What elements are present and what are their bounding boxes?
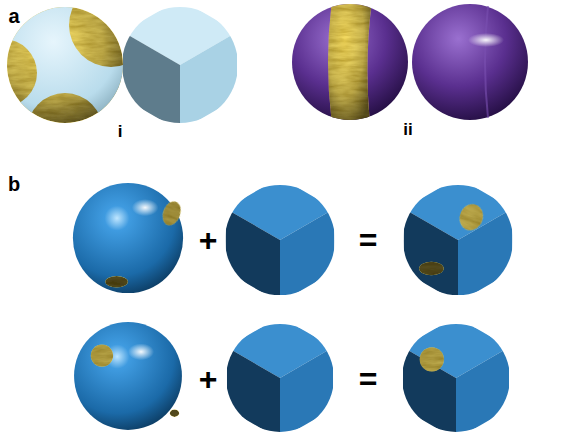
panel-numeral: ii — [403, 121, 412, 138]
panel-letter: b — [8, 174, 20, 194]
circle-part — [73, 183, 183, 293]
path-part — [180, 32, 237, 131]
path-part — [485, 6, 488, 118]
path-part — [280, 209, 334, 303]
ellipse-part — [456, 201, 487, 234]
ellipse-part — [468, 33, 504, 47]
path-part — [226, 209, 280, 303]
circle-part — [412, 4, 528, 120]
textured-sphere — [7, 7, 123, 123]
purple-sphere — [412, 4, 528, 120]
ellipse-part — [159, 199, 184, 228]
g-part — [404, 177, 512, 302]
banded-sphere — [292, 0, 408, 124]
g-part — [123, 0, 237, 131]
ellipse-part — [91, 344, 113, 366]
path-part — [403, 347, 456, 437]
cube-sphere-shape — [123, 0, 237, 131]
ellipse-part — [128, 343, 154, 360]
ellipse-part — [420, 347, 444, 371]
operator-symbol: = — [359, 363, 378, 395]
panel-numeral: i — [118, 123, 123, 140]
ellipse-part — [170, 409, 179, 416]
ellipse-part — [132, 199, 159, 216]
circle-part — [7, 7, 123, 123]
path-part — [456, 347, 509, 437]
path-part — [280, 347, 333, 437]
g-part — [226, 177, 334, 302]
patchy-cube-shape — [404, 177, 512, 302]
panel-letter: a — [8, 6, 19, 26]
operator-symbol: = — [359, 224, 378, 256]
ellipse-part — [105, 276, 128, 287]
path-part — [227, 347, 280, 437]
patchy-sphere — [74, 322, 182, 430]
circle-part — [74, 322, 182, 430]
cube-sphere-shape — [227, 317, 333, 437]
g-part — [328, 0, 372, 124]
g-part — [227, 317, 333, 437]
ellipse-part — [419, 262, 444, 275]
cube-sphere-shape — [226, 177, 334, 302]
path-part — [328, 0, 372, 124]
operator-symbol: + — [199, 224, 218, 256]
patchy-sphere — [73, 183, 184, 293]
path-part — [404, 209, 458, 303]
circle-part — [7, 7, 123, 123]
patchy-cube-shape — [403, 317, 509, 437]
path-part — [123, 32, 180, 131]
g-part — [403, 317, 509, 437]
operator-symbol: + — [199, 363, 218, 395]
